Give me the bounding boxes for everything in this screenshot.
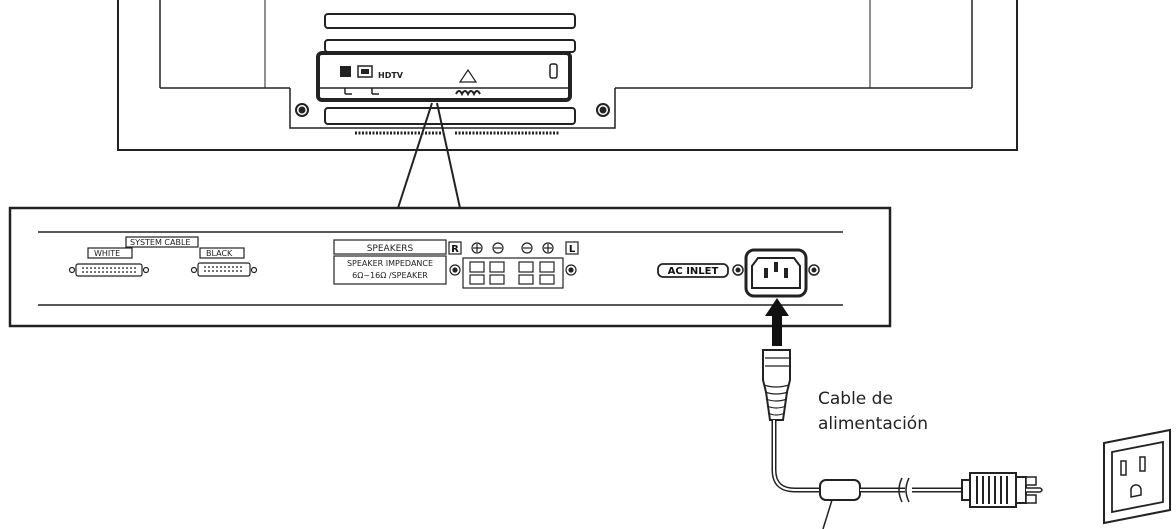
screw-icon bbox=[449, 264, 461, 276]
screw-dot bbox=[811, 267, 817, 273]
ac-inlet-socket[interactable] bbox=[744, 248, 808, 298]
ac-inlet-label: AC INLET bbox=[668, 266, 719, 277]
callout-line-left bbox=[397, 102, 433, 209]
ac-inlet-group bbox=[657, 248, 820, 298]
power-cable-caption-line2: alimentación bbox=[818, 414, 928, 434]
plus-terminal-icon bbox=[542, 242, 554, 254]
speaker-terminal-r-minus[interactable] bbox=[489, 261, 505, 273]
ferrite-leader-line bbox=[822, 499, 833, 529]
screw-dot bbox=[735, 267, 741, 273]
callout-line-right bbox=[436, 102, 461, 209]
cable-upper-inner bbox=[773, 420, 820, 491]
black-connector[interactable] bbox=[197, 262, 251, 277]
inlet-pin bbox=[764, 268, 768, 278]
arrow-up-icon bbox=[765, 298, 789, 346]
speaker-impedance-box bbox=[333, 255, 447, 285]
iec-connector[interactable] bbox=[762, 349, 791, 421]
screw-icon bbox=[565, 264, 577, 276]
cable-break-mark bbox=[905, 477, 910, 503]
speaker-terminal-r-plus[interactable] bbox=[469, 261, 485, 273]
system-cable-group bbox=[68, 236, 258, 277]
inlet-pin bbox=[784, 268, 788, 278]
system-cable-label: SYSTEM CABLE bbox=[130, 238, 191, 247]
ferrite-core bbox=[819, 479, 861, 501]
rear-panel bbox=[8, 206, 892, 328]
power-cord bbox=[762, 349, 962, 529]
cable-upper bbox=[771, 420, 820, 493]
monitor-slot-3 bbox=[324, 107, 576, 125]
white-dvi-connector[interactable] bbox=[75, 263, 143, 277]
power-plug-icon bbox=[961, 472, 1043, 508]
wave-mini-icon bbox=[455, 90, 481, 97]
monitor-terminal-box bbox=[316, 51, 572, 102]
system-cable-badge bbox=[125, 236, 199, 248]
connector-mini-fill bbox=[361, 69, 369, 74]
black-label: BLACK bbox=[206, 249, 233, 258]
connector-screw-icon bbox=[250, 266, 258, 274]
screw-icon bbox=[599, 106, 607, 114]
speakers-title: SPEAKERS bbox=[367, 244, 414, 254]
plus-terminal-icon bbox=[471, 242, 483, 254]
monitor-outline bbox=[117, 0, 1018, 151]
terminal-lower bbox=[518, 274, 534, 285]
left-label: L bbox=[569, 244, 576, 255]
minus-terminal-icon bbox=[492, 242, 504, 254]
hdtv-label: HDTV bbox=[378, 71, 404, 80]
iec-grip bbox=[767, 412, 786, 416]
speaker-terminal-l-plus[interactable] bbox=[539, 261, 555, 273]
speaker-impedance-line1: SPEAKER IMPEDANCE bbox=[347, 259, 433, 268]
terminal-lower bbox=[489, 274, 505, 285]
monitor-slot-1 bbox=[324, 13, 576, 29]
white-badge bbox=[87, 247, 133, 259]
monitor-ledge bbox=[289, 88, 616, 129]
screw-dot bbox=[452, 267, 458, 273]
speaker-terminal-block bbox=[462, 257, 564, 289]
wall-outlet-icon[interactable] bbox=[1103, 428, 1171, 525]
connector-mini-icon bbox=[340, 66, 351, 77]
monitor-rear bbox=[117, 0, 1018, 209]
terminal-lower bbox=[539, 274, 555, 285]
speakers-group bbox=[333, 239, 579, 289]
speaker-impedance-line2: 6Ω~16Ω /SPEAKER bbox=[352, 271, 428, 280]
inlet-pin bbox=[774, 262, 778, 272]
power-cable-caption-line1: Cable de bbox=[818, 389, 893, 409]
cable-break-mark bbox=[898, 477, 903, 503]
left-badge bbox=[565, 241, 579, 255]
connector-mini-icon bbox=[357, 65, 373, 78]
ac-inlet-receptacle bbox=[751, 257, 801, 289]
power-mini-icon bbox=[549, 63, 558, 79]
right-label: R bbox=[451, 244, 459, 255]
monitor-slot-2 bbox=[324, 39, 576, 53]
screw-icon bbox=[596, 103, 610, 117]
connector-screw-icon bbox=[68, 266, 76, 274]
iec-grip bbox=[765, 398, 788, 402]
iec-grip bbox=[764, 391, 789, 395]
screw-icon bbox=[298, 106, 306, 114]
screw-icon bbox=[295, 103, 309, 117]
black-badge bbox=[199, 247, 245, 259]
right-badge bbox=[448, 241, 462, 255]
panel-frame bbox=[8, 206, 892, 328]
speaker-mini-icon bbox=[458, 68, 478, 83]
ac-inlet-badge bbox=[657, 263, 729, 278]
iec-grip bbox=[763, 384, 790, 388]
screw-dot bbox=[568, 267, 574, 273]
screw-icon bbox=[732, 264, 744, 276]
white-label: WHITE bbox=[94, 249, 120, 258]
connector-screw-icon bbox=[142, 266, 150, 274]
screw-icon bbox=[808, 264, 820, 276]
speakers-title-box bbox=[333, 239, 447, 255]
speaker-terminal-l-minus[interactable] bbox=[518, 261, 534, 273]
connector-screw-icon bbox=[190, 266, 198, 274]
iec-grip bbox=[766, 405, 787, 409]
minus-terminal-icon bbox=[521, 242, 533, 254]
terminal-lower bbox=[469, 274, 485, 285]
